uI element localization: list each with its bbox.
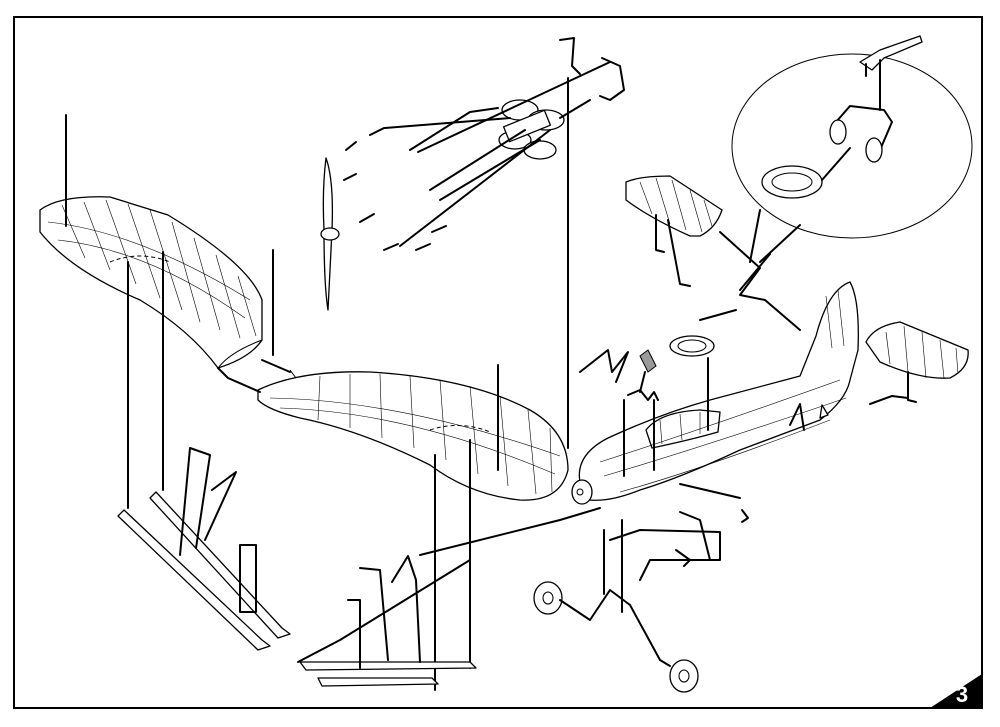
wing-assembly [39,114,569,691]
wing-guide-lines [127,251,471,691]
page-number-tab: 3 [930,674,982,708]
fuselage-assembly [571,281,859,523]
right-main-wheel [669,659,699,693]
page-border [13,16,983,709]
left-flap-assembly [117,447,291,651]
gun-mount-detail-callout [731,35,973,263]
engine-guide-lines [384,61,611,449]
page-number-triangle [930,674,982,708]
left-tailplane [625,175,723,287]
undercarriage [419,507,721,693]
cowling-bracket [559,37,581,75]
spinner [571,479,593,505]
right-tailplane [865,321,969,403]
right-outer-wing [257,369,569,501]
page-number: 3 [956,682,968,707]
engine-assembly [320,37,625,449]
left-outer-wing [39,196,263,369]
canopy [645,409,721,449]
engine-pushrods [343,127,447,251]
left-main-wheel [533,581,563,615]
right-flap-assembly [297,555,477,687]
seat-parts [579,309,737,477]
